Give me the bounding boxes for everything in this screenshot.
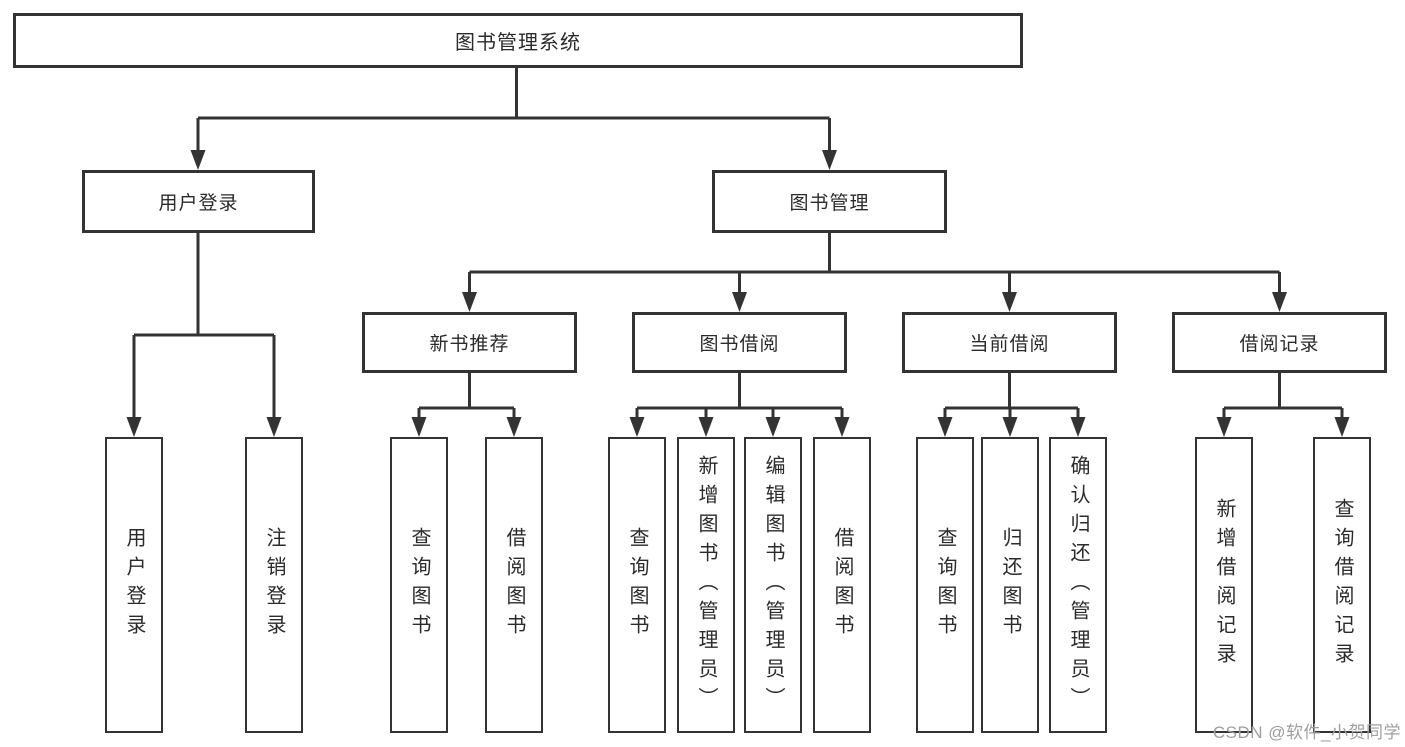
node-book-management: 图书管理 <box>712 170 947 233</box>
leaf-add-book-admin-label: 新增图书（管理员） <box>695 454 717 716</box>
leaf-confirm-return-admin-label: 确认归还（管理员） <box>1067 454 1089 716</box>
leaf-borrow-books-recommend: 借阅图书 <box>485 437 543 733</box>
node-borrowing-records: 借阅记录 <box>1172 312 1387 373</box>
leaf-add-borrow-record-label: 新增借阅记录 <box>1213 498 1235 672</box>
node-new-book-recommendation-label: 新书推荐 <box>429 334 510 355</box>
leaf-return-books-label: 归还图书 <box>999 527 1021 643</box>
node-root-label: 图书管理系统 <box>455 32 581 54</box>
node-borrowing-records-label: 借阅记录 <box>1239 334 1320 355</box>
leaf-logout-label: 注销登录 <box>263 527 285 643</box>
leaf-borrow-books-borrowing-label: 借阅图书 <box>831 527 853 643</box>
node-user-login-label: 用户登录 <box>158 193 239 214</box>
node-book-management-label: 图书管理 <box>789 193 870 214</box>
leaf-edit-book-admin: 编辑图书（管理员） <box>744 437 802 733</box>
leaf-add-book-admin: 新增图书（管理员） <box>677 437 735 733</box>
leaf-query-books-recommend: 查询图书 <box>390 437 448 733</box>
leaf-return-books: 归还图书 <box>981 437 1039 733</box>
leaf-query-books-current: 查询图书 <box>916 437 974 733</box>
leaf-query-books-current-label: 查询图书 <box>934 527 956 643</box>
leaf-query-borrow-record: 查询借阅记录 <box>1313 437 1371 733</box>
node-new-book-recommendation: 新书推荐 <box>362 312 577 373</box>
leaf-borrow-books-recommend-label: 借阅图书 <box>503 527 525 643</box>
arrowheads <box>126 150 1350 437</box>
leaf-user-login-label: 用户登录 <box>123 527 145 643</box>
leaf-borrow-books-borrowing: 借阅图书 <box>813 437 871 733</box>
node-current-borrowing: 当前借阅 <box>902 312 1117 373</box>
leaf-query-borrow-record-label: 查询借阅记录 <box>1331 498 1353 672</box>
leaf-confirm-return-admin: 确认归还（管理员） <box>1049 437 1107 733</box>
leaf-user-login: 用户登录 <box>105 437 163 733</box>
node-book-borrowing: 图书借阅 <box>632 312 847 373</box>
leaf-query-books-borrowing: 查询图书 <box>608 437 666 733</box>
leaf-query-books-recommend-label: 查询图书 <box>408 527 430 643</box>
leaf-logout: 注销登录 <box>245 437 303 733</box>
node-current-borrowing-label: 当前借阅 <box>969 334 1050 355</box>
leaf-edit-book-admin-label: 编辑图书（管理员） <box>762 454 784 716</box>
leaf-add-borrow-record: 新增借阅记录 <box>1195 437 1253 733</box>
leaf-query-books-borrowing-label: 查询图书 <box>626 527 648 643</box>
node-root: 图书管理系统 <box>13 13 1023 68</box>
connector-edges <box>132 68 1344 419</box>
node-book-borrowing-label: 图书借阅 <box>699 334 780 355</box>
watermark: CSDN @软件_小贺同学 <box>1212 723 1401 742</box>
node-user-login: 用户登录 <box>82 170 315 233</box>
